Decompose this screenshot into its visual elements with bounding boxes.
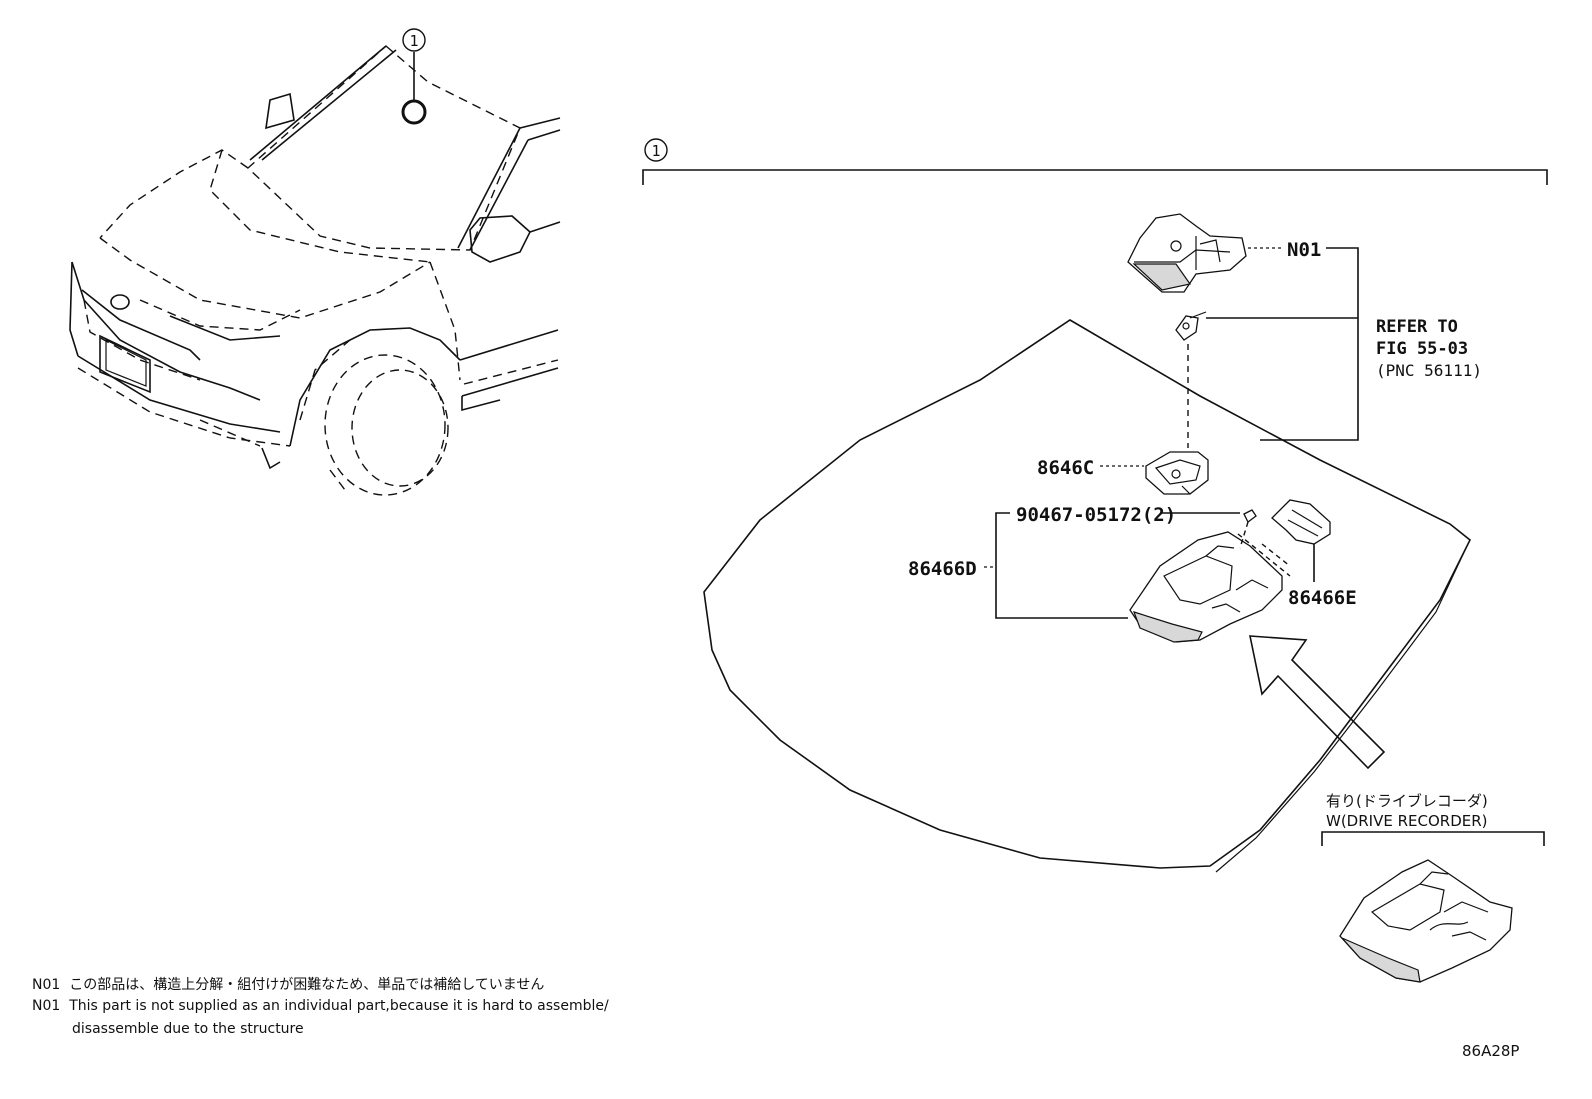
refer-line-1: REFER TO	[1376, 317, 1458, 337]
vehicle-callout-number: 1	[409, 32, 418, 50]
part-8646c-bracket	[1145, 451, 1209, 495]
note-jp-text: この部品は、構造上分解・組付けが困難なため、単品では補給していません	[69, 977, 545, 993]
label-86466e: 86466E	[1288, 587, 1357, 609]
vehicle-illustration: 1	[69, 28, 561, 496]
label-86466d: 86466D	[908, 558, 977, 580]
variant-label-jp: 有り(ドライブレコーダ)	[1326, 792, 1488, 810]
refer-line-3: (PNC 56111)	[1376, 361, 1482, 380]
part-drive-recorder-cover	[1339, 859, 1513, 983]
part-90467-screw	[1243, 509, 1257, 523]
figure-code: 86A28P	[1462, 1042, 1520, 1060]
label-90467: 90467-05172(2)	[1016, 504, 1176, 526]
note-en-line-1: This part is not supplied as an individu…	[69, 998, 609, 1014]
part-86466e-cover	[1271, 499, 1331, 545]
windshield-glass	[703, 319, 1472, 873]
section-bracket: 1	[642, 138, 1548, 185]
label-n01: N01	[1287, 239, 1321, 261]
note-en: N01 This part is not supplied as an indi…	[32, 998, 609, 1014]
sensor-wire	[1175, 311, 1207, 341]
variant-label-en: W(DRIVE RECORDER)	[1326, 812, 1488, 830]
note-en-code: N01	[32, 998, 61, 1014]
label-8646c: 8646C	[1037, 457, 1094, 479]
section-callout-number: 1	[651, 142, 660, 160]
part-n01-cover	[1127, 213, 1247, 293]
note-jp: N01 この部品は、構造上分解・組付けが困難なため、単品では補給していません	[32, 974, 544, 994]
part-86466d-cover	[1129, 531, 1283, 643]
note-en-line-2: disassemble due to the structure	[72, 1021, 304, 1037]
note-jp-code: N01	[32, 977, 61, 993]
view-arrow	[1249, 635, 1386, 770]
refer-line-2: FIG 55-03	[1376, 339, 1468, 359]
